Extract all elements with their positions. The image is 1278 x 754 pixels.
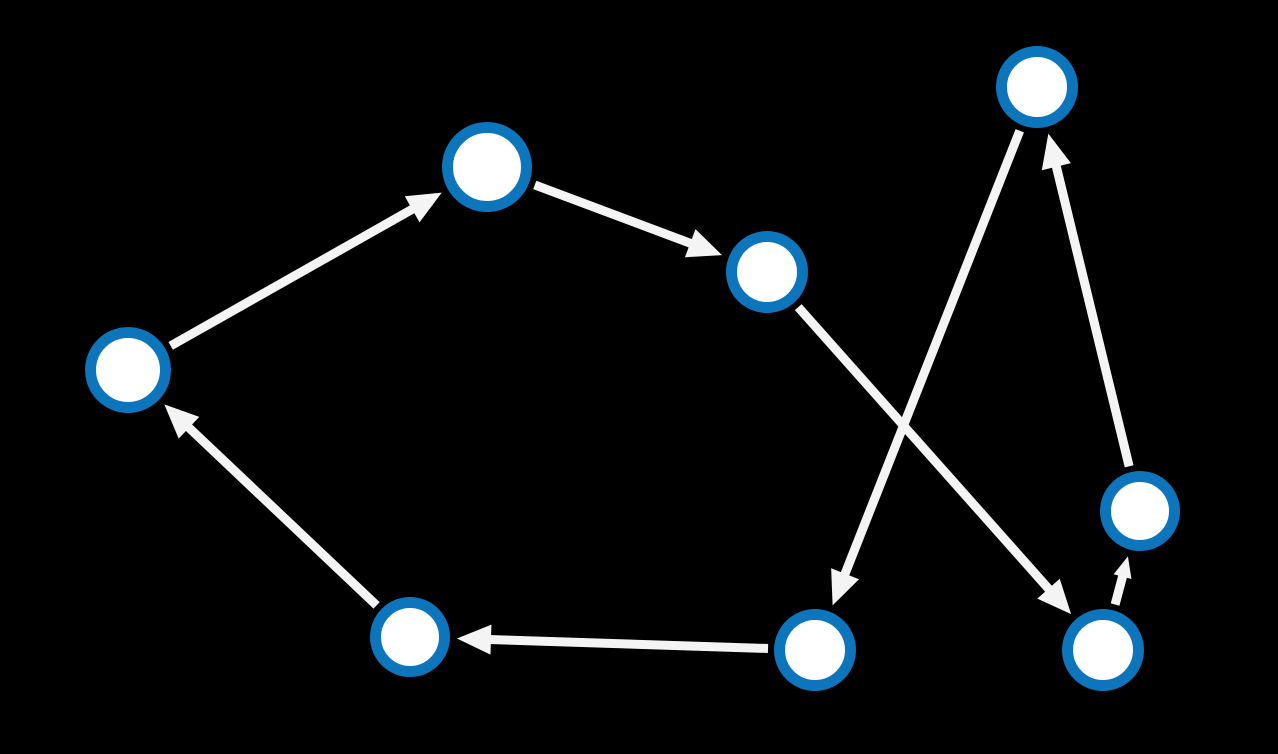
graph-node-n0[interactable] bbox=[85, 327, 171, 413]
graph-edge-n4-to-n3[interactable] bbox=[1051, 163, 1134, 468]
arrow-head-icon-n0-to-n1 bbox=[404, 192, 442, 223]
graph-node-n1[interactable] bbox=[442, 122, 532, 212]
node-circle-icon bbox=[1100, 471, 1180, 551]
graph-node-n6[interactable] bbox=[774, 609, 856, 691]
arrow-head-icon-n7-to-n0 bbox=[164, 404, 200, 439]
edge-layer bbox=[164, 129, 1134, 655]
arrow-head-icon-n5-to-n4 bbox=[1113, 556, 1132, 580]
graph-edge-n5-to-n4[interactable] bbox=[1110, 573, 1128, 606]
arrow-head-icon-n2-to-n5 bbox=[1037, 578, 1072, 615]
graph-node-n7[interactable] bbox=[370, 597, 450, 677]
graph-node-n3[interactable] bbox=[996, 46, 1078, 128]
node-circle-icon bbox=[85, 327, 171, 413]
arrow-head-icon-n3-to-n6 bbox=[831, 568, 860, 606]
arrow-head-icon-n1-to-n2 bbox=[684, 229, 723, 258]
graph-node-n4[interactable] bbox=[1100, 471, 1180, 551]
node-circle-icon bbox=[370, 597, 450, 677]
graph-edge-n0-to-n1[interactable] bbox=[168, 204, 417, 350]
graph-node-n5[interactable] bbox=[1062, 609, 1144, 691]
node-circle-icon bbox=[774, 609, 856, 691]
node-circle-icon bbox=[442, 122, 532, 212]
arrow-head-icon-n6-to-n7 bbox=[456, 624, 492, 655]
node-circle-icon bbox=[726, 231, 808, 313]
node-circle-icon bbox=[996, 46, 1078, 128]
graph-edge-n1-to-n2[interactable] bbox=[533, 180, 694, 249]
graph-edge-n3-to-n6[interactable] bbox=[840, 129, 1024, 578]
node-circle-icon bbox=[1062, 609, 1144, 691]
node-layer bbox=[85, 46, 1180, 691]
graph-edge-n7-to-n0[interactable] bbox=[184, 423, 380, 609]
arrow-head-icon-n4-to-n3 bbox=[1041, 133, 1071, 171]
graph-edge-n2-to-n5[interactable] bbox=[794, 304, 1054, 594]
graph-edge-n6-to-n7[interactable] bbox=[488, 635, 769, 653]
graph-node-n2[interactable] bbox=[726, 231, 808, 313]
